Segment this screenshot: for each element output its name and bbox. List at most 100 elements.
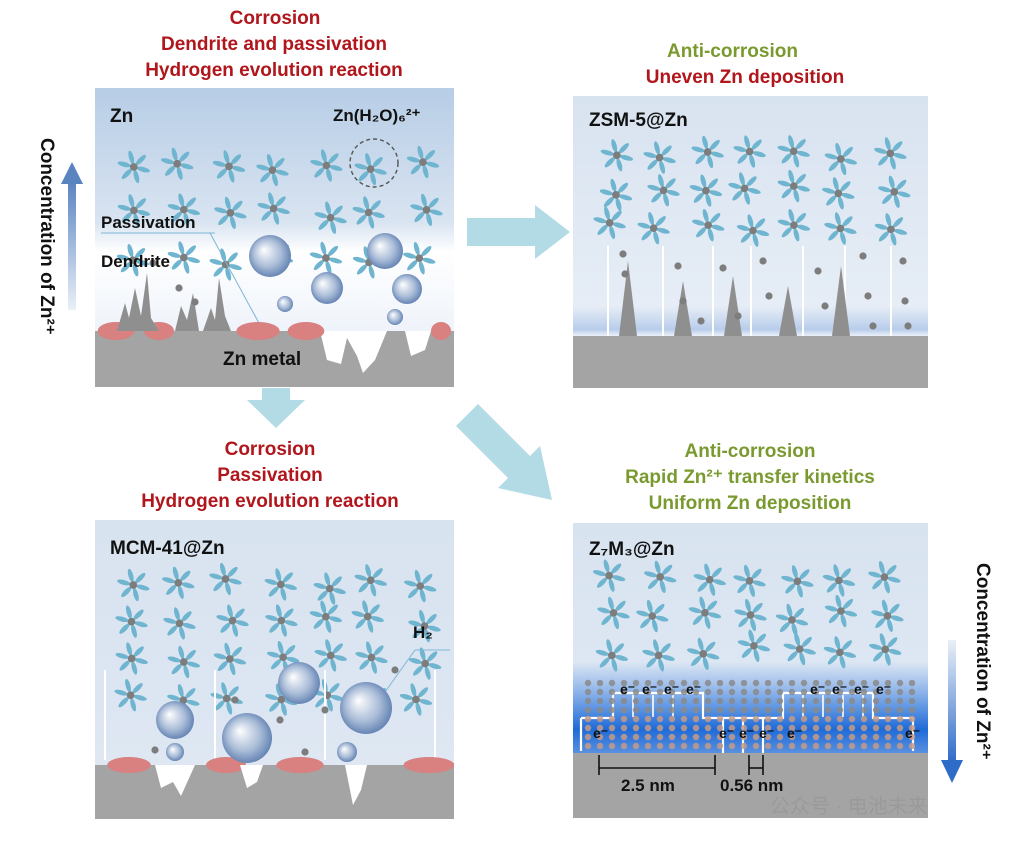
zn-atom: [752, 724, 760, 732]
zn-atom: [788, 742, 796, 750]
zn-atom: [692, 733, 700, 741]
zn-atom: [908, 697, 916, 705]
panel-a-title: Zn: [110, 106, 134, 127]
h2-label: H₂: [413, 623, 433, 642]
zn-atom: [836, 679, 844, 687]
zn-metal-base: [95, 765, 454, 819]
zn-atom: [821, 302, 829, 310]
zn-atom: [824, 742, 832, 750]
zn-atom: [812, 706, 820, 714]
hydrated-zn-ion: [643, 560, 677, 594]
zn-atom: [596, 715, 604, 723]
hydrated-zn-ion: [117, 150, 150, 184]
highlight-circle: [349, 138, 399, 188]
zn-atom: [776, 733, 784, 741]
h2-bubble: [249, 235, 291, 277]
hydrated-zn-ion: [313, 572, 346, 605]
zn-atom: [644, 742, 652, 750]
hydrated-zn-ion: [162, 566, 195, 599]
zn-atom: [824, 706, 832, 714]
zn-atom: [860, 742, 868, 750]
hydrated-zn-ion: [212, 150, 246, 183]
zn-atom: [632, 688, 640, 696]
zn-atom: [788, 679, 796, 687]
zn-atom: [752, 715, 760, 723]
zn-atom: [860, 706, 868, 714]
hydrated-zn-ion: [692, 208, 725, 242]
zn-atom: [596, 688, 604, 696]
panel-a-captions: Corrosion: [190, 6, 360, 32]
zn-atom: [860, 697, 868, 705]
zn-atom: [824, 679, 832, 687]
panel-b: ZSM-5@Zn: [573, 96, 928, 388]
zn-atom: [884, 733, 892, 741]
zn-atom: [788, 724, 796, 732]
zn-atom: [716, 715, 724, 723]
zn-atom: [734, 312, 742, 320]
passivation-pointer-2: [209, 232, 261, 326]
hydrated-zn-ion: [868, 560, 901, 594]
hydrated-zn-ion: [824, 594, 858, 628]
zn-atom: [704, 706, 712, 714]
hydrated-zn-ion: [354, 564, 387, 597]
zn-atom: [680, 724, 688, 732]
electron-label: e⁻: [759, 725, 775, 741]
zn-atom: [584, 697, 592, 705]
zn-atom: [740, 697, 748, 705]
zn-atom: [668, 679, 676, 687]
panel-b-title: ZSM-5@Zn: [589, 110, 688, 131]
zn-atom: [848, 706, 856, 714]
zn-atom: [860, 679, 868, 687]
zn-atom: [656, 697, 664, 705]
hydrated-zn-ion: [733, 135, 766, 168]
uneven-zn-deposit: [832, 266, 850, 336]
zn-atom: [608, 715, 616, 723]
h2-bubble: [367, 233, 403, 269]
zn-atom: [824, 688, 832, 696]
zn-atom: [620, 679, 628, 687]
zn-atom: [872, 742, 880, 750]
hydrated-zn-ion: [167, 241, 201, 274]
panel-a-ion-label: Zn(H₂O)₆²⁺: [333, 106, 421, 125]
zn-atom: [584, 724, 592, 732]
hydrated-zn-ion: [115, 642, 148, 675]
zn-atom: [692, 715, 700, 723]
zn-atom: [620, 688, 628, 696]
electron-label: e⁻: [719, 725, 735, 741]
hydrated-zn-ion: [593, 206, 626, 239]
zn-atom: [716, 679, 724, 687]
zn-atom: [896, 715, 904, 723]
zn-atom: [860, 733, 868, 741]
zn-atom: [608, 742, 616, 750]
zn-atom: [764, 715, 772, 723]
zn-atom: [175, 284, 183, 292]
zn-atom: [836, 697, 844, 705]
zn-atom: [716, 688, 724, 696]
zn-atom: [836, 724, 844, 732]
zn-atom: [704, 697, 712, 705]
uneven-zn-deposit: [724, 276, 742, 336]
zn-atom: [231, 696, 239, 704]
zn-atom: [656, 724, 664, 732]
electron-label: e⁻: [739, 725, 755, 741]
hydrated-zn-ion: [214, 196, 247, 230]
zn-atom: [884, 724, 892, 732]
electron-label: e⁻: [642, 681, 658, 697]
zn-atom: [719, 264, 727, 272]
hydrated-zn-ion: [599, 178, 633, 212]
zn-atom: [680, 697, 688, 705]
zn-atom: [776, 679, 784, 687]
hydrated-zn-ion: [209, 248, 242, 281]
hydrated-zn-ion: [167, 193, 201, 226]
zn-atom: [872, 706, 880, 714]
zn-atom: [584, 688, 592, 696]
hydrated-zn-ion: [737, 629, 771, 662]
hydrated-zn-ion: [636, 599, 669, 633]
electron-label: e⁻: [810, 681, 826, 697]
zn-atom: [764, 724, 772, 732]
zn-atom: [836, 706, 844, 714]
zn-atom: [608, 688, 616, 696]
panel-a-captions-2: Dendrite and passivation Hydrogen evolut…: [124, 32, 424, 84]
zn-atom: [752, 697, 760, 705]
zn-atom: [800, 733, 808, 741]
